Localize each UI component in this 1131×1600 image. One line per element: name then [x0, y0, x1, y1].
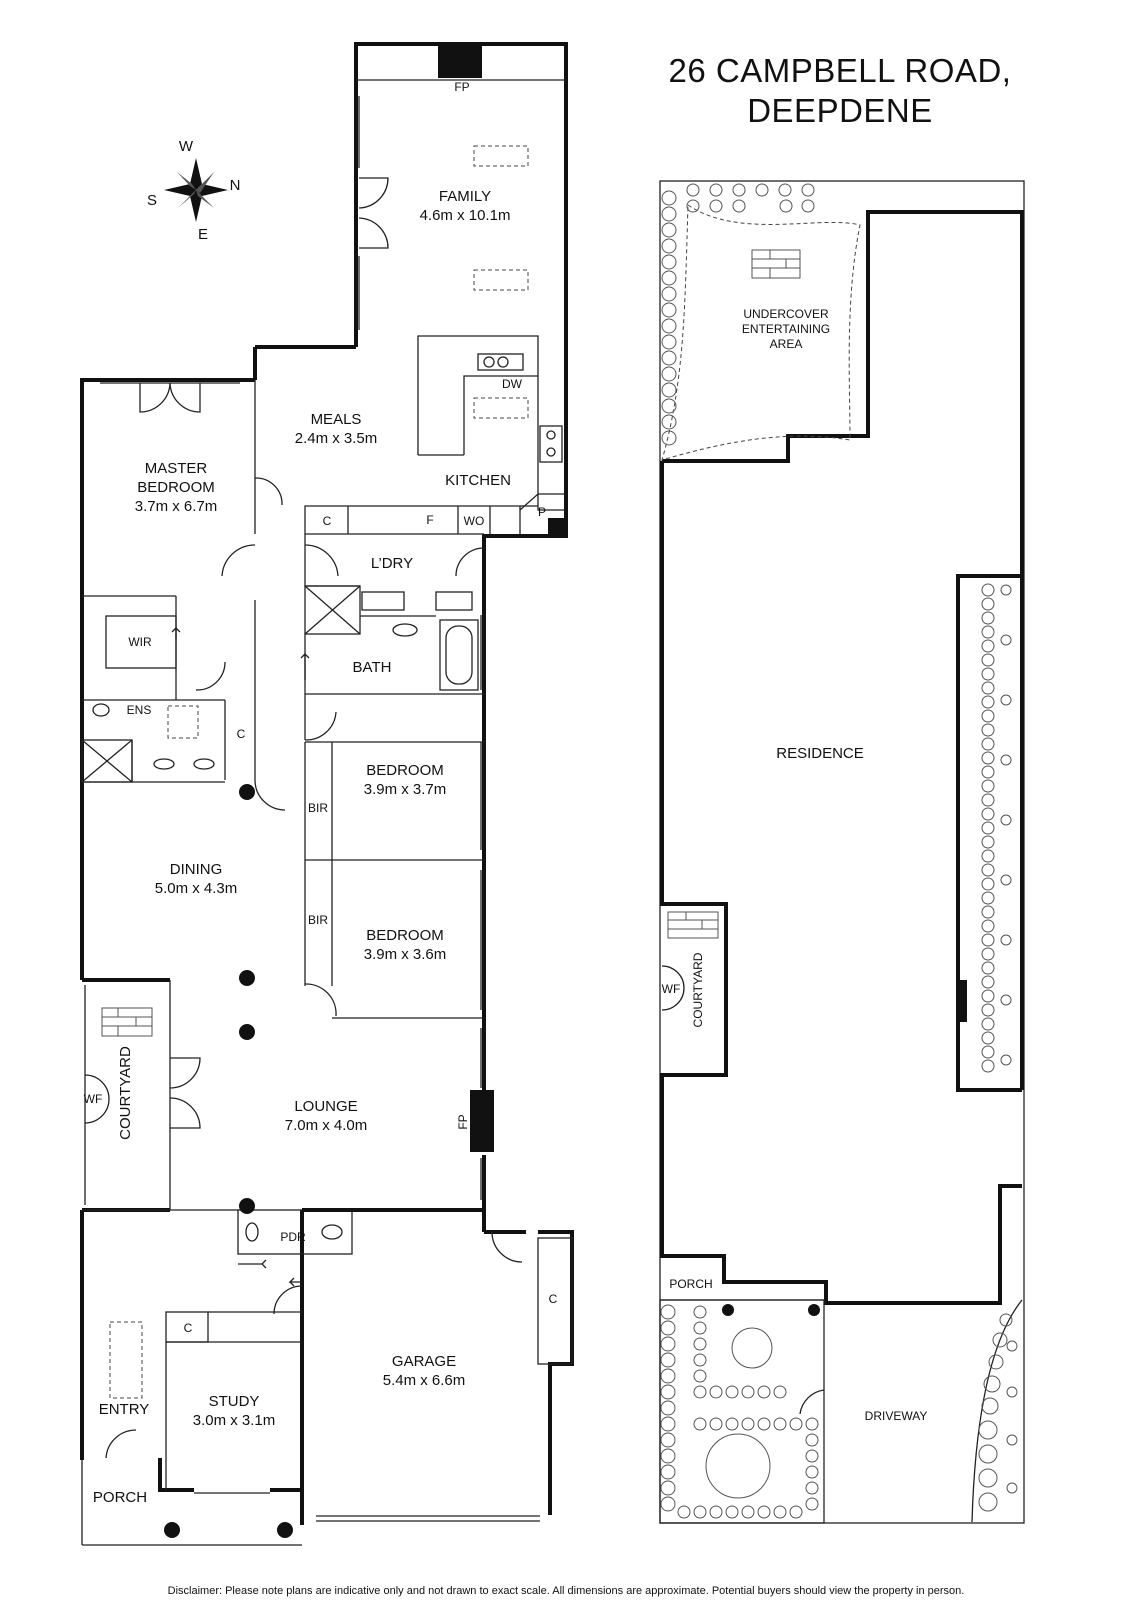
cupboard-label-2: C — [237, 727, 246, 741]
bir-label-1: BIR — [308, 801, 328, 815]
pdr-name: PDR — [280, 1230, 306, 1244]
compass-n: N — [230, 177, 241, 194]
bedroom2-name: BEDROOM — [366, 927, 444, 944]
garage-name: GARAGE — [392, 1353, 456, 1370]
brick-paving-icon — [667, 911, 719, 939]
lounge-fp-label: FP — [456, 1114, 470, 1129]
wf-label: WF — [84, 1092, 103, 1106]
garage-dims: 5.4m x 6.6m — [383, 1372, 466, 1389]
tree-icon — [731, 1327, 773, 1369]
meals-name: MEALS — [311, 411, 362, 428]
brick-paving-icon — [101, 1007, 153, 1037]
site-entertaining-l2: ENTERTAINING — [742, 322, 830, 336]
dw-label: DW — [502, 377, 523, 391]
cupboard-label-4: C — [184, 1321, 193, 1335]
fridge-label: F — [426, 513, 433, 527]
master-name-2: BEDROOM — [137, 479, 215, 496]
master-name-1: MASTER — [145, 460, 208, 477]
brick-paving-icon — [751, 249, 801, 279]
compass-w: W — [179, 138, 194, 155]
compass-rose-icon — [164, 158, 228, 222]
disclaimer: Disclaimer: Please note plans are indica… — [168, 1585, 965, 1597]
bedroom1-name: BEDROOM — [366, 762, 444, 779]
meals-dims: 2.4m x 3.5m — [295, 430, 378, 447]
master-dims: 3.7m x 6.7m — [135, 498, 218, 515]
cupboard-label-3: C — [549, 1292, 558, 1306]
floor-plan-internal-walls — [81, 44, 573, 1546]
floor-plan-doors — [105, 177, 523, 1459]
water-feature-icon — [661, 965, 685, 1011]
bir-label-2: BIR — [308, 913, 328, 927]
site-entertaining-l3: AREA — [770, 337, 803, 351]
porch-name: PORCH — [93, 1489, 147, 1506]
site-courtyard: COURTYARD — [691, 952, 705, 1027]
family-fp-label: FP — [454, 80, 469, 94]
water-feature-icon — [84, 1074, 110, 1124]
courtyard-name: COURTYARD — [117, 1046, 134, 1140]
kitchen-name: KITCHEN — [445, 472, 511, 489]
bedroom2-dims: 3.9m x 3.6m — [364, 946, 447, 963]
study-name: STUDY — [209, 1393, 260, 1410]
address-line-1: 26 CAMPBELL ROAD, — [669, 52, 1012, 89]
compass-e: E — [198, 226, 208, 243]
ens-name: ENS — [127, 703, 152, 717]
study-dims: 3.0m x 3.1m — [193, 1412, 276, 1429]
site-entertaining-l1: UNDERCOVER — [743, 307, 829, 321]
floor-plan-walls — [80, 42, 574, 1525]
floor-plan-columns — [164, 784, 293, 1538]
wall-oven-label: WO — [464, 514, 485, 528]
site-driveway: DRIVEWAY — [865, 1409, 928, 1423]
tree-icon — [705, 1433, 771, 1499]
dining-name: DINING — [170, 861, 223, 878]
entry-name: ENTRY — [99, 1401, 150, 1418]
wir-name: WIR — [128, 635, 152, 649]
family-dims: 4.6m x 10.1m — [420, 207, 511, 224]
site-wf: WF — [662, 982, 681, 996]
bedroom1-dims: 3.9m x 3.7m — [364, 781, 447, 798]
dining-dims: 5.0m x 4.3m — [155, 880, 238, 897]
address-line-2: DEEPDENE — [747, 92, 933, 129]
cupboard-label-1: C — [323, 514, 332, 528]
site-plan — [659, 180, 1025, 1524]
laundry-name: L’DRY — [371, 555, 413, 572]
lounge-name: LOUNGE — [294, 1098, 357, 1115]
site-porch: PORCH — [669, 1277, 712, 1291]
compass-s: S — [147, 192, 157, 209]
bath-name: BATH — [353, 659, 392, 676]
lounge-dims: 7.0m x 4.0m — [285, 1117, 368, 1134]
pantry-label: P — [538, 505, 546, 519]
site-residence: RESIDENCE — [776, 745, 864, 762]
family-name: FAMILY — [439, 188, 491, 205]
